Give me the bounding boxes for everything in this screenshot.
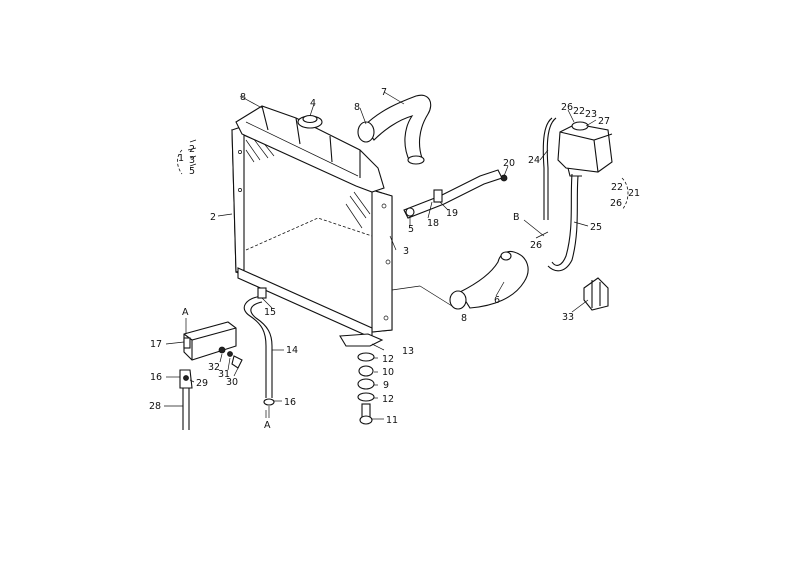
label-5: 5 [408,224,414,235]
label-9: 9 [383,380,389,391]
label-5-group: 5 [189,166,195,177]
tank-bracket [583,277,609,311]
label-A-bottom: A [264,420,271,431]
label-14: 14 [286,345,298,356]
label-27: 27 [598,116,610,127]
clip-stack [187,139,197,167]
label-13: 13 [402,346,414,357]
label-29: 29 [196,378,208,389]
label-B: B [513,212,520,223]
drain-cock [179,369,193,430]
label-17: 17 [150,339,162,350]
label-18: 18 [427,218,439,229]
label-12-upper: 12 [382,354,394,365]
label-3: 3 [403,246,409,257]
overflow-hoses [542,117,579,272]
drain-bracket [183,321,243,369]
label-A-top: A [182,307,189,318]
leader-lines [164,91,629,420]
label-22-right: 22 [611,182,623,193]
label-16-left: 16 [150,372,162,383]
label-33: 33 [562,312,574,323]
label-26-top: 26 [561,102,573,113]
mounting-stack [339,333,384,425]
label-22-top: 22 [573,106,585,117]
label-30: 30 [226,377,238,388]
lower-hose [449,250,529,310]
radiator-core [231,125,393,339]
label-12-lower: 12 [382,394,394,405]
label-25: 25 [590,222,602,233]
part-labels: 8 4 8 7 1 2 3 5 2 3 5 18 19 20 8 6 15 14… [149,87,640,431]
label-19: 19 [446,208,458,219]
filler-cap [297,114,323,129]
label-16-right: 16 [284,397,296,408]
label-21: 21 [628,188,640,199]
label-6: 6 [494,295,500,306]
label-26-lower: 26 [530,240,542,251]
bypass-pipe [403,169,508,219]
label-1: 1 [178,153,184,164]
drain-hose [243,287,275,418]
label-8-top: 8 [240,92,246,103]
expansion-tank [557,121,613,177]
label-31: 31 [218,369,230,380]
label-26-right: 26 [610,198,622,209]
label-10: 10 [382,367,394,378]
label-2: 2 [210,212,216,223]
label-2-group: 2 [189,144,195,155]
radiator-top-tank [235,105,385,193]
label-4: 4 [310,98,316,109]
label-8-lower: 8 [461,313,467,324]
upper-hose [357,94,432,165]
label-3-group: 3 [189,155,195,166]
label-28: 28 [149,401,161,412]
label-20: 20 [503,158,515,169]
label-7: 7 [381,87,387,98]
label-32: 32 [208,362,220,373]
label-11: 11 [386,415,398,426]
label-23: 23 [585,109,597,120]
label-8-hose: 8 [354,102,360,113]
label-24: 24 [528,155,540,166]
label-15: 15 [264,307,276,318]
